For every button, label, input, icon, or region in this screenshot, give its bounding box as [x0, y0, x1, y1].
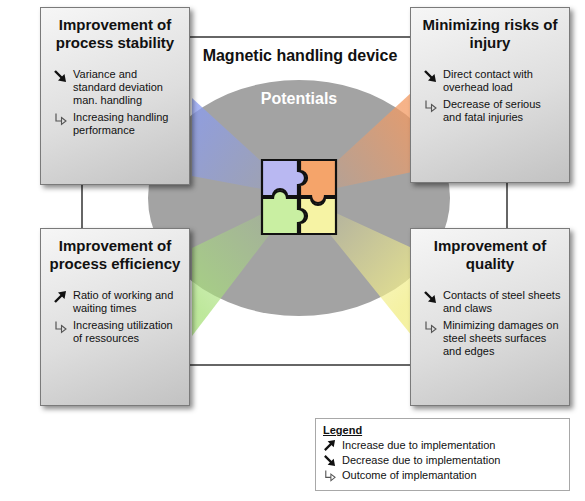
bullet-text: Increasing utilization of ressources [73, 319, 181, 345]
bullet-text: Direct contact with overhead load [443, 68, 561, 94]
arrow-symbol [423, 69, 437, 83]
legend-box: LegendIncrease due to implementationDecr… [315, 418, 570, 491]
arrow-symbol [323, 469, 336, 482]
box-heading: Improvement of quality [419, 237, 561, 273]
legend-entry: Outcome of implemantation [323, 469, 562, 482]
legend-text: Decrease due to implementation [342, 454, 500, 467]
ellipse-label: Potentials [148, 90, 450, 108]
arrow-symbol [423, 290, 437, 304]
arrow-symbol [323, 439, 336, 452]
diagram-title: Magnetic handling device [195, 46, 405, 65]
arrow-symbol [423, 99, 437, 113]
box-heading: Improvement of process efficiency [49, 237, 181, 273]
arrow-symbol [53, 320, 67, 334]
bullet-text: Increasing handling performance [73, 111, 181, 137]
potential-box: Minimizing risks of injuryDirect contact… [410, 7, 570, 183]
legend-entry: Decrease due to implementation [323, 454, 562, 467]
bullet-text: Decrease of serious and fatal injuries [443, 98, 561, 124]
arrow-symbol [53, 112, 67, 126]
legend-text: Increase due to implementation [342, 439, 495, 452]
legend-entry: Increase due to implementation [323, 439, 562, 452]
arrow-symbol [423, 320, 437, 334]
frame-connector [81, 185, 83, 228]
box-heading: Improvement of process stability [49, 16, 181, 52]
frame-connector [190, 36, 410, 38]
frame-connector [506, 183, 508, 228]
potentials-ellipse: Potentials [148, 80, 450, 316]
potential-box: Improvement of qualityContacts of steel … [410, 228, 570, 406]
box-heading: Minimizing risks of injury [419, 16, 561, 52]
frame-connector [190, 364, 410, 366]
arrow-symbol [53, 290, 67, 304]
arrow-symbol [53, 69, 67, 83]
bullet-text: Variance and standard deviation man. han… [73, 68, 181, 107]
potential-box: Improvement of process stabilityVariance… [40, 7, 190, 185]
ellipse-shape [148, 80, 450, 316]
legend-heading: Legend [323, 424, 562, 436]
bullet-text: Ratio of working and waiting times [73, 289, 181, 315]
legend-text: Outcome of implemantation [342, 469, 477, 482]
bullet-text: Contacts of steel sheets and claws [443, 289, 561, 315]
arrow-symbol [323, 454, 336, 467]
bullet-text: Minimizing damages on steel sheets surfa… [443, 319, 561, 358]
potential-box: Improvement of process efficiencyRatio o… [40, 228, 190, 406]
